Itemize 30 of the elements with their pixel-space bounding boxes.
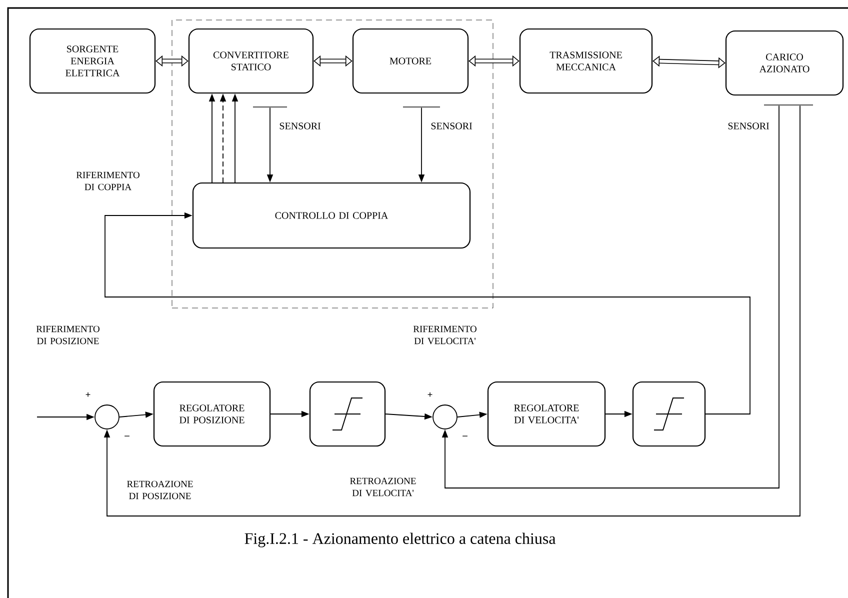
- process-box: MOTORE: [352, 28, 469, 94]
- signal-label: RETROAZIONE DI POSIZIONE: [127, 480, 193, 500]
- process-box: TRASMISSIONE MECCANICA: [519, 28, 653, 94]
- dashed-boundary: [172, 20, 494, 308]
- double-arrow: [468, 55, 520, 67]
- double-arrow: [156, 55, 188, 67]
- arrow: [104, 212, 750, 414]
- sensor-label: SENSORI: [728, 122, 770, 130]
- process-box: CONTROLLO DI COPPIA: [192, 182, 471, 249]
- process-box: SORGENTE ENERGIA ELETTRICA: [29, 28, 156, 94]
- signal-label: RIFERIMENTO DI POSIZIONE: [36, 326, 100, 344]
- signal-label: RETROAZIONE DI VELOCITA': [350, 478, 416, 496]
- saturation-block: [309, 381, 386, 447]
- summing-junction: [432, 404, 458, 430]
- process-box: REGOLATORE DI POSIZIONE: [153, 381, 271, 447]
- sensor-label: SENSORI: [431, 122, 472, 130]
- process-box: CONVERTITORE STATICO: [188, 28, 314, 94]
- signal-label: RIFERIMENTO DI COPPIA: [76, 172, 140, 190]
- double-arrow: [314, 55, 352, 67]
- signal-label: RIFERIMENTO DI VELOCITA': [413, 326, 476, 344]
- arrow: [442, 105, 780, 488]
- sensor-label: SENSORI: [280, 122, 321, 130]
- sign-label: +: [428, 392, 432, 397]
- process-box: CARICO AZIONATO: [725, 30, 844, 96]
- arrow: [104, 105, 800, 516]
- summing-junction: [94, 404, 120, 430]
- caption: Fig.I.2.1 - Azionamento elettrico a catena chiusa: [244, 532, 556, 548]
- process-box: REGOLATORE DI VELOCITA': [487, 381, 606, 447]
- saturation-block: [632, 381, 706, 447]
- sign-label: +: [86, 392, 90, 397]
